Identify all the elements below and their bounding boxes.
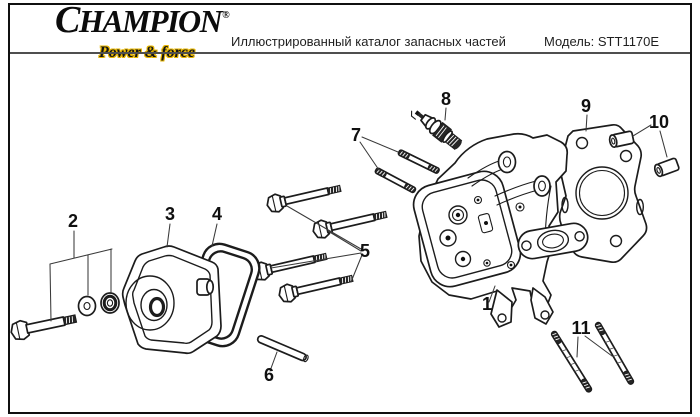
cylinder-head-part	[412, 132, 589, 328]
cover-pin-part	[256, 335, 309, 363]
part-label-7: 7	[351, 125, 361, 145]
leader-2	[49, 230, 113, 322]
leader-10	[632, 124, 668, 158]
part-labels: 1 2 3 4 5 6 7 8 9 10 11	[68, 89, 669, 385]
brand-rest: CHAMPIONHAMPION	[78, 3, 223, 39]
leader-7	[359, 136, 399, 171]
valve-cover-part	[121, 245, 222, 355]
rocker-stud-a	[396, 148, 441, 175]
part-label-3: 3	[165, 204, 175, 224]
leader-5	[270, 205, 363, 283]
part-label-1: 1	[482, 294, 492, 314]
leader-lines	[49, 107, 668, 372]
brand-wordmark: CCHAMPIONHAMPION®	[55, 1, 230, 45]
cylinder-stud-a	[549, 329, 594, 394]
rocker-stud-b	[373, 166, 417, 194]
cover-bolt-part	[10, 314, 78, 341]
part-label-2: 2	[68, 211, 78, 231]
leader-6	[269, 351, 278, 372]
head-bolt-4	[276, 268, 356, 305]
cylinder-stud-b	[593, 320, 636, 386]
spark-plug-part	[410, 110, 463, 150]
leader-11	[576, 335, 613, 358]
leader-8	[444, 107, 447, 121]
leader-3	[166, 223, 171, 248]
head-bolt-1	[264, 178, 344, 215]
brand-initial: C	[55, 0, 80, 41]
champion-logo: CCHAMPIONHAMPION® Power & force	[55, 1, 230, 61]
locating-bushing-b	[652, 156, 681, 179]
leader-1	[488, 285, 496, 303]
leader-4	[211, 223, 218, 247]
part-label-8: 8	[441, 89, 451, 109]
part-label-10: 10	[649, 112, 669, 132]
catalog-title: Иллюстрированный каталог запасных частей	[231, 34, 506, 49]
part-label-11: 11	[571, 318, 590, 338]
part-label-4: 4	[212, 204, 222, 224]
leader-9	[585, 114, 588, 132]
part-label-5: 5	[360, 241, 370, 261]
flat-washer-part	[77, 295, 97, 317]
model-label: Модель: STT1170E	[544, 34, 660, 49]
part-label-9: 9	[581, 96, 591, 116]
head-bolt-2	[310, 204, 390, 241]
spring-washer-part	[100, 292, 120, 314]
header-divider	[10, 52, 690, 54]
registered-trademark: ®	[222, 10, 230, 21]
part-label-6: 6	[264, 365, 274, 385]
